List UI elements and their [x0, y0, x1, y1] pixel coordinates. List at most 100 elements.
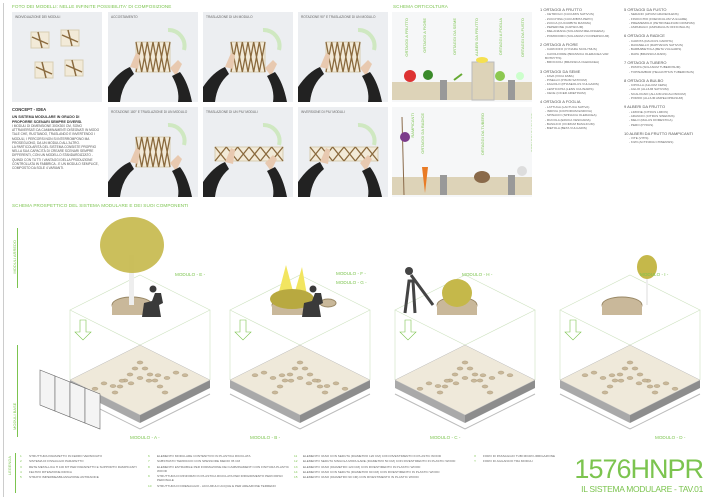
legend-text: ELEMENTO VASO CON SEDUTA (DIAMETRO 120 C…	[303, 454, 442, 458]
base-layer	[559, 393, 701, 430]
tomato-icon	[404, 70, 416, 82]
plant-category: 9 ALBERI DA FRUTTO	[624, 104, 666, 110]
base-side	[560, 380, 630, 423]
project-subtitle: IL SISTEMA MODULARE - TAV.01	[581, 484, 703, 494]
photo-image	[30, 29, 84, 79]
divider-post	[508, 80, 515, 100]
legend-key: 10	[148, 483, 152, 488]
path-stepping-stone	[641, 378, 649, 383]
plant-item: - RAPA (BRASSICA RAPA)	[629, 51, 667, 56]
plant-item: - FAGIOLO (PHASEOLUS VULGARIS)	[545, 82, 599, 87]
module-photo: INVERSIONE DI PIU' MODULI	[298, 107, 388, 197]
parapet-railing	[39, 369, 101, 430]
legend-text: STRUTTURA PARAPETTO IN FERRO VERNICIATO	[29, 454, 102, 458]
plant-item: - MELANZANA (SOLANUM MELONGENA)	[545, 29, 605, 34]
path-stepping-stone	[311, 378, 319, 383]
path-stepping-stone	[451, 372, 459, 377]
plant-item: - ASPARAGO (ASPARAGUS OFFICINALIS)	[629, 25, 690, 30]
plant-item: - TOPINAMBUR (HELIANTHUS TUBEROSUS)	[629, 69, 694, 74]
legend-text: FORO DI PASSAGGIO TUBI MICRO-IRRIGAZIONE	[483, 454, 556, 458]
plant-item: - CETRIOLO (CUCUMIS SATIVUS)	[545, 12, 594, 17]
arm	[362, 167, 382, 197]
divider	[15, 453, 16, 493]
legend-text: FORO DI AGGANCIO TRA MODULI	[483, 459, 533, 464]
module-photo: ROTAZIONE 90° E TRASLAZIONE DI UN MODULO	[298, 12, 388, 102]
legend-key: 7	[148, 459, 150, 464]
path-stepping-stone	[141, 366, 149, 371]
hand	[265, 60, 277, 76]
arrow-icon	[357, 28, 377, 51]
hand	[170, 60, 182, 76]
plant-item: - ZUCCHINA (CUCURBITA PEPO)	[545, 16, 593, 21]
path-stepping-stone	[425, 381, 433, 386]
plant-item: - PISELLO (PISUM SATIVUM)	[545, 78, 587, 83]
tree-canopy	[100, 217, 164, 273]
path-stepping-stone	[146, 372, 154, 377]
plant-item: - ZUCCA (CUCURBITA MAXIMA)	[545, 20, 592, 25]
path-stepping-stone	[646, 384, 654, 389]
railing-panel	[54, 375, 71, 418]
path-stepping-stone	[590, 370, 598, 375]
path-stepping-stone	[100, 381, 108, 386]
base-side	[465, 380, 535, 423]
arm	[298, 162, 324, 197]
plant-item: - SEDANO (APIUM GRAVEOLENS)	[629, 12, 679, 17]
path-stepping-stone	[471, 372, 479, 377]
path-stepping-stone	[341, 386, 349, 391]
potato-icon	[474, 171, 490, 183]
photo-image	[298, 123, 382, 197]
module-photo: TRASLAZIONE DI UN MODULO	[203, 12, 293, 102]
photo-caption: TRASLAZIONE DI UN PIU' MODULI	[206, 110, 258, 114]
person-head	[149, 285, 157, 293]
path-stepping-stone	[291, 366, 299, 371]
path-stepping-stone	[145, 378, 153, 383]
plant-item: - PATATA (SOLANUM TUBEROSUM)	[629, 65, 681, 70]
arrow-down-icon	[234, 319, 252, 341]
path-stepping-stone	[136, 360, 144, 365]
path-stepping-stone	[416, 386, 424, 391]
path-stepping-stone	[276, 384, 284, 389]
legend-text: ELEMENTO SEDUTA SINGOLA MODULARE (DIAMET…	[303, 459, 456, 464]
path-stepping-stone	[606, 384, 614, 389]
module-photo: ROTAZIONE 180° E TRASLAZIONE DI UN MODUL…	[108, 107, 198, 197]
photo-caption: TRASLAZIONE DI UN MODULO	[206, 15, 253, 19]
legend-key: 1	[20, 454, 22, 458]
plant-item: - BASILICO (OCIMUM BASILICUM)	[545, 121, 595, 126]
plant-list-right: 5 ORTAGGI DA FUSTO- SEDANO (APIUM GRAVEO…	[624, 3, 706, 145]
arrow-icon	[167, 28, 187, 51]
plant-item: - VITE (VITIS)	[629, 136, 649, 141]
base-side	[395, 380, 465, 423]
seated-person-icon	[302, 293, 323, 317]
legend-key: 9	[148, 474, 150, 479]
path-stepping-stone	[271, 390, 279, 395]
plant-item: - BIETOLA (BETA VULGARIS)	[545, 126, 587, 131]
plant-item: - SCALOGNO (ALLIUM ASCALONICUM)	[629, 91, 686, 96]
path-stepping-stone	[506, 373, 514, 377]
carrot-icon	[422, 167, 428, 193]
arm	[298, 67, 324, 102]
path-stepping-stone	[269, 376, 277, 380]
base-top	[394, 344, 536, 416]
arm	[172, 72, 192, 102]
plant-item: - RUCOLA (ERUCA VESICARIA)	[545, 117, 591, 122]
soil-bed	[392, 82, 532, 100]
arm	[362, 72, 382, 102]
plant-category: 4 ORTAGGI A FOGLIA	[540, 99, 581, 105]
plant-category: 10 ALBERI DA FRUTTO RAMPICANTI	[624, 130, 694, 136]
shrub	[270, 289, 314, 309]
path-pattern	[35, 61, 53, 79]
module-4	[559, 255, 701, 430]
legend-text: ELEMENTO VASO CON SEDUTA (DIAMETRO 90 CM…	[303, 469, 440, 474]
concept-subtitle: UN SISTEMA MODULARE IN GRADO DI PROPORRE…	[12, 115, 83, 124]
seated-person-icon	[142, 293, 163, 317]
path-stepping-stone	[136, 376, 144, 380]
path-stepping-stone	[441, 384, 449, 389]
legend-key: 8	[148, 464, 150, 469]
path-stepping-stone	[443, 378, 451, 383]
vine	[401, 116, 405, 196]
path-stepping-stone	[631, 366, 639, 371]
